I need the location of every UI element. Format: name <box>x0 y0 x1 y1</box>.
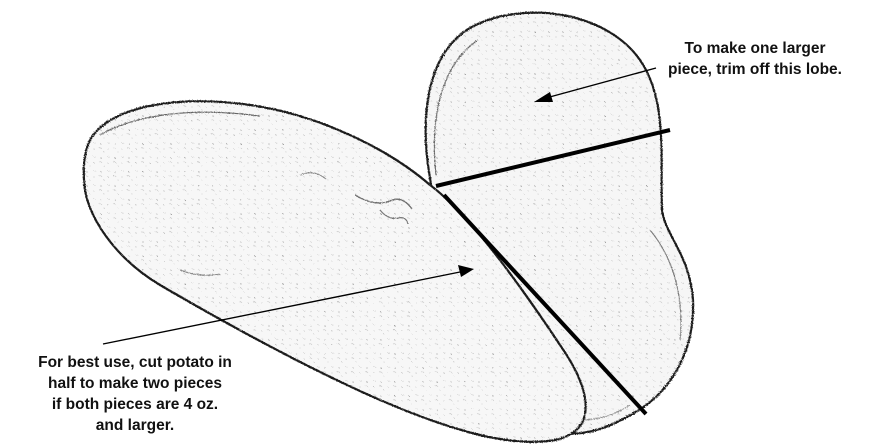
trim-lobe-annotation-line-2: piece, trim off this lobe. <box>625 59 871 80</box>
cut-in-half-annotation: For best use, cut potato in half to make… <box>0 352 270 436</box>
cut-in-half-annotation-line-3: if both pieces are 4 oz. <box>0 394 270 415</box>
cut-in-half-annotation-line-1: For best use, cut potato in <box>0 352 270 373</box>
cut-in-half-annotation-line-2: half to make two pieces <box>0 373 270 394</box>
trim-lobe-annotation-line-1: To make one larger <box>625 38 871 59</box>
trim-lobe-annotation: To make one larger piece, trim off this … <box>625 38 871 80</box>
cut-in-half-annotation-line-4: and larger. <box>0 415 270 436</box>
